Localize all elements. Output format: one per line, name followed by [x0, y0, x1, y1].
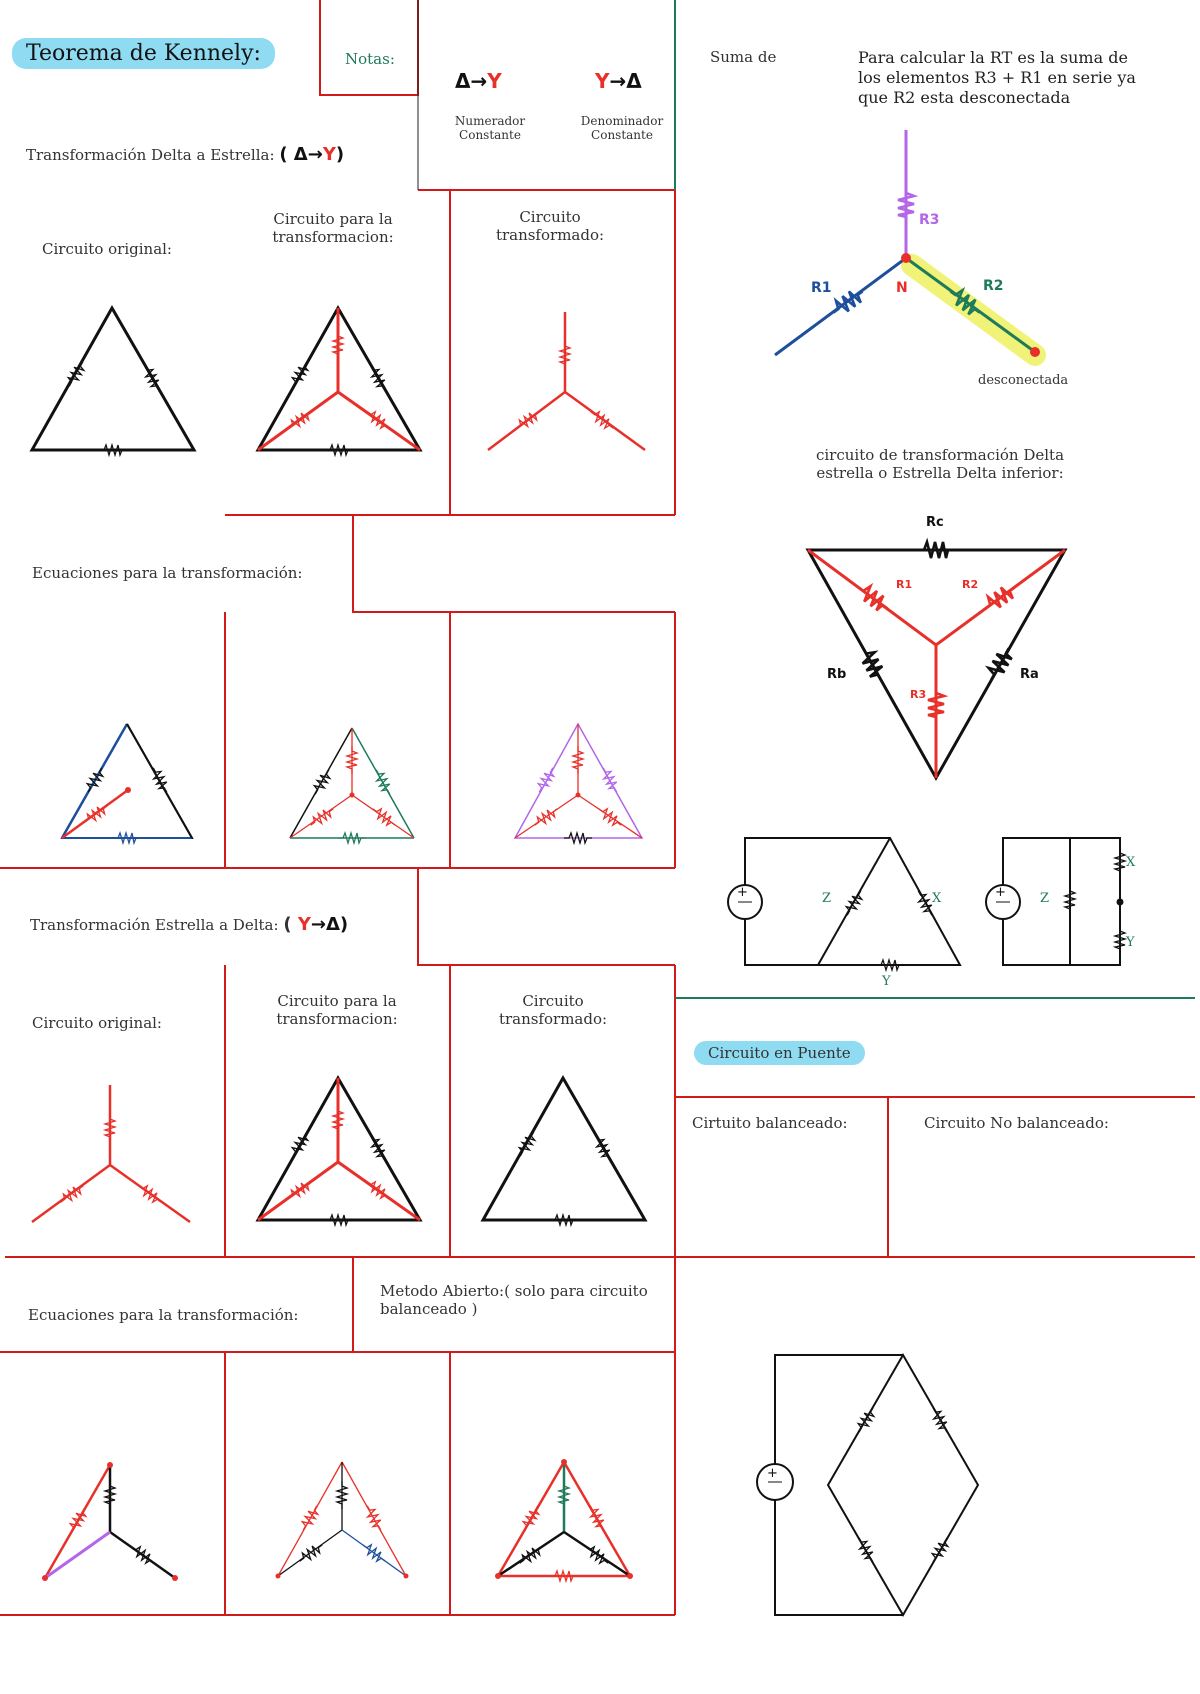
delta-transformed-circuit: [480, 1074, 648, 1227]
delta-source-circuit: [727, 837, 962, 971]
label-x-delta: X: [932, 891, 942, 906]
unbalanced-label: Circuito No balanceado:: [924, 1114, 1109, 1132]
delta-transform-circuit: [255, 304, 423, 456]
label-r2: R2: [983, 278, 1004, 294]
label-r3: R3: [919, 212, 940, 228]
label-r1: R1: [811, 280, 832, 296]
section2-col1: Circuito original:: [32, 1014, 162, 1032]
label-y-delta: Y: [881, 974, 891, 989]
svg-text:+: +: [995, 885, 1006, 900]
label-z-star: Z: [1040, 891, 1049, 906]
label-ra: Ra: [1020, 667, 1039, 682]
delta-star-inferior-diagram: [805, 540, 1068, 782]
bridge-title: Circuito en Puente: [694, 1041, 865, 1065]
star-transform-circuit: [255, 1074, 423, 1226]
star-source-circuit: [985, 837, 1126, 966]
eq2-diagram-c: [495, 1459, 633, 1582]
delta-original-circuit: [29, 304, 197, 457]
frame-lines: [0, 0, 1195, 1616]
star-transformed-circuit: [487, 312, 646, 452]
star-disconnected-diagram: [774, 130, 1046, 366]
suma-de-text: Suma de: [710, 48, 777, 66]
label-rb: Rb: [827, 667, 846, 682]
eq2-diagram-a: [42, 1462, 178, 1581]
disconnected-label: desconectada: [978, 373, 1069, 388]
page-title: Teorema de Kennely:: [12, 38, 275, 69]
label-x-star: X: [1126, 855, 1136, 870]
eq1-diagram-b: [289, 727, 415, 844]
label-delta-r1: R1: [896, 578, 912, 591]
label-delta-r3: R3: [910, 688, 926, 701]
circuit-labels: R3 R1 R2 N Rc Rb Ra R1 R2 R3 + + +: [737, 212, 1039, 1481]
section1-heading: Transformación Delta a Estrella: ( Δ→Y): [26, 144, 345, 165]
eq1-diagram-a: [60, 723, 194, 844]
label-rc: Rc: [926, 515, 944, 530]
label-z-delta: Z: [822, 891, 831, 906]
notes-star-delta: Y→Δ: [595, 69, 642, 93]
section2-equations: Ecuaciones para la transformación:: [28, 1306, 299, 1324]
notes-label: Notas:: [345, 50, 395, 68]
star-original-circuit: [31, 1085, 191, 1224]
section2-heading: Transformación Estrella a Delta: ( Y→Δ): [30, 914, 349, 935]
section1-equations: Ecuaciones para la transformación:: [32, 564, 303, 582]
label-y-star: Y: [1125, 935, 1135, 950]
svg-text:+: +: [737, 885, 748, 900]
eq1-diagram-c: [513, 722, 644, 844]
notes-delta-star: Δ→Y: [455, 69, 502, 93]
section1-col1: Circuito original:: [42, 240, 172, 258]
green-separators: [674, 0, 1195, 999]
bridge-circuit: [756, 1352, 980, 1618]
eq2-diagram-b: [275, 1461, 409, 1579]
label-delta-r2: R2: [962, 578, 978, 591]
svg-text:+: +: [767, 1466, 778, 1481]
label-node: N: [896, 280, 908, 296]
balanced-label: Cirtuito balanceado:: [692, 1114, 848, 1132]
source-circuit-letters: Z X Y Z X Y: [822, 855, 1136, 989]
